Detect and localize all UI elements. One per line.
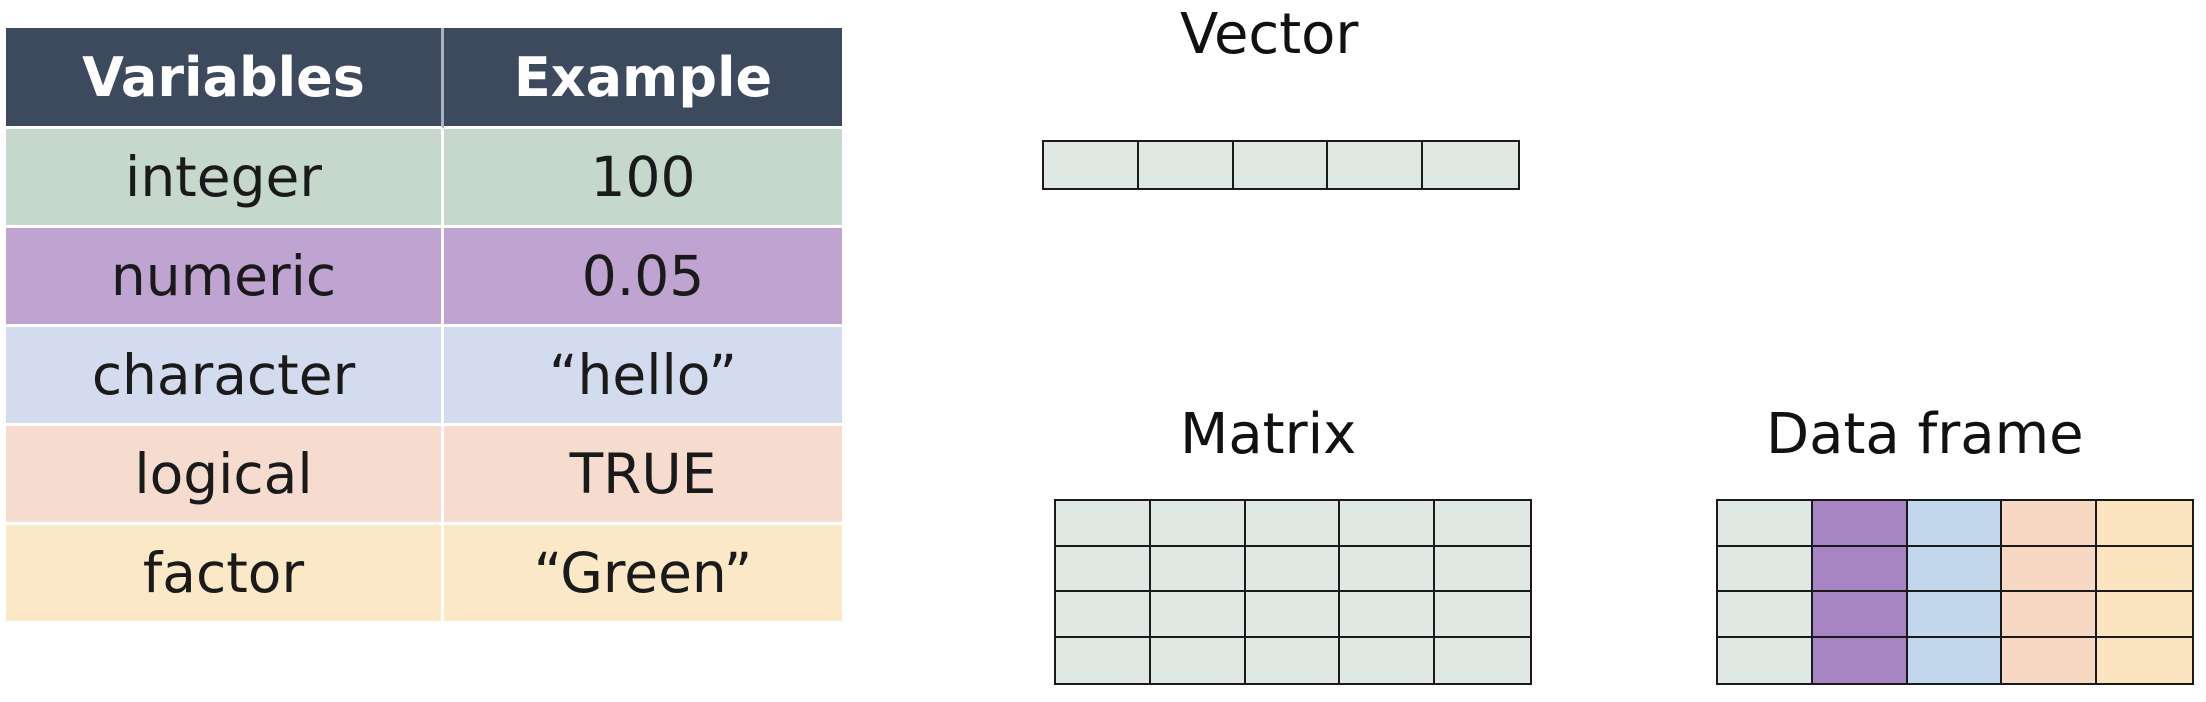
grid-cell <box>1044 142 1139 188</box>
grid-cell <box>1435 592 1530 638</box>
grid-cell <box>1907 501 2003 547</box>
grid-cell <box>1056 592 1151 638</box>
cell-type-logical: logical <box>6 426 444 525</box>
grid-cell <box>1907 592 2003 638</box>
grid-cell <box>2097 592 2192 638</box>
grid-cell <box>1138 142 1234 188</box>
grid-cell <box>1150 546 1246 592</box>
grid-cell <box>1718 637 1813 683</box>
grid-cell <box>1907 546 2003 592</box>
vector-title: Vector <box>1180 2 1359 67</box>
grid-cell <box>1340 637 1436 683</box>
grid-cell <box>1233 142 1329 188</box>
grid-cell <box>1423 142 1518 188</box>
cell-example-numeric: 0.05 <box>444 228 842 327</box>
grid-cell <box>2097 501 2192 547</box>
cell-type-numeric: numeric <box>6 228 444 327</box>
grid-cell <box>1812 501 1908 547</box>
grid-cell <box>1907 637 2003 683</box>
cell-type-character: character <box>6 327 444 426</box>
grid-cell <box>1812 637 1908 683</box>
grid-cell <box>2097 546 2192 592</box>
grid-cell <box>1340 501 1436 547</box>
grid-cell <box>1340 546 1436 592</box>
data-frame-diagram <box>1716 499 2194 685</box>
header-example: Example <box>444 28 842 129</box>
grid-cell <box>1435 546 1530 592</box>
matrix-title: Matrix <box>1180 402 1357 467</box>
grid-cell <box>1812 592 1908 638</box>
grid-cell <box>1245 637 1341 683</box>
grid-cell <box>1718 592 1813 638</box>
cell-type-factor: factor <box>6 525 444 624</box>
grid-cell <box>1150 592 1246 638</box>
data-frame-title: Data frame <box>1766 402 2084 467</box>
grid-cell <box>1340 592 1436 638</box>
grid-cell <box>1435 501 1530 547</box>
grid-cell <box>2002 546 2098 592</box>
grid-cell <box>1150 637 1246 683</box>
cell-example-logical: TRUE <box>444 426 842 525</box>
grid-cell <box>1718 546 1813 592</box>
grid-cell <box>1718 501 1813 547</box>
grid-cell <box>2097 637 2192 683</box>
grid-cell <box>1245 592 1341 638</box>
grid-cell <box>2002 637 2098 683</box>
variable-types-table: Variables Example integer 100 numeric 0.… <box>6 28 842 624</box>
cell-example-integer: 100 <box>444 129 842 228</box>
grid-cell <box>1245 546 1341 592</box>
cell-example-factor: “Green” <box>444 525 842 624</box>
grid-cell <box>1056 637 1151 683</box>
grid-cell <box>1435 637 1530 683</box>
grid-cell <box>2002 592 2098 638</box>
grid-cell <box>1150 501 1246 547</box>
header-variables: Variables <box>6 28 444 129</box>
cell-example-character: “hello” <box>444 327 842 426</box>
grid-cell <box>1056 501 1151 547</box>
grid-cell <box>2002 501 2098 547</box>
grid-cell <box>1245 501 1341 547</box>
cell-type-integer: integer <box>6 129 444 228</box>
vector-diagram <box>1042 140 1520 190</box>
matrix-diagram <box>1054 499 1532 685</box>
grid-cell <box>1056 546 1151 592</box>
grid-cell <box>1812 546 1908 592</box>
grid-cell <box>1328 142 1424 188</box>
